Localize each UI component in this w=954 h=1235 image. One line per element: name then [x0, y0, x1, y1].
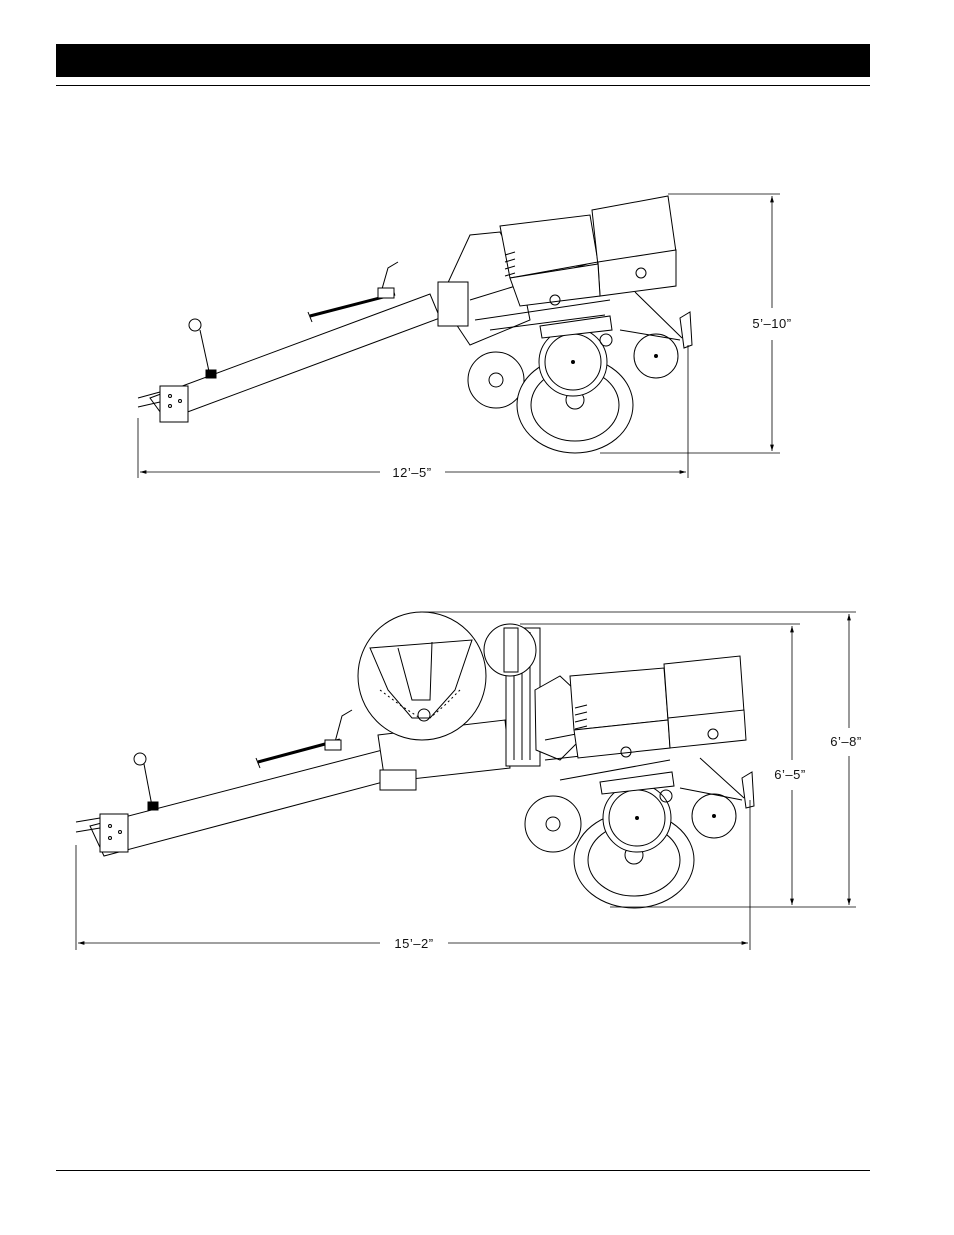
- figure-2-planter: [76, 612, 754, 908]
- dimension-label-height: 6’–8”: [830, 734, 861, 749]
- dimension-label-height: 5’–10”: [752, 316, 791, 331]
- dimension-label-length: 15’–2”: [394, 936, 433, 951]
- figure-1-planter: [138, 196, 692, 453]
- dimension-label-length: 12’–5”: [392, 465, 431, 480]
- dimension-label-hopper-height: 6’–5”: [774, 767, 805, 782]
